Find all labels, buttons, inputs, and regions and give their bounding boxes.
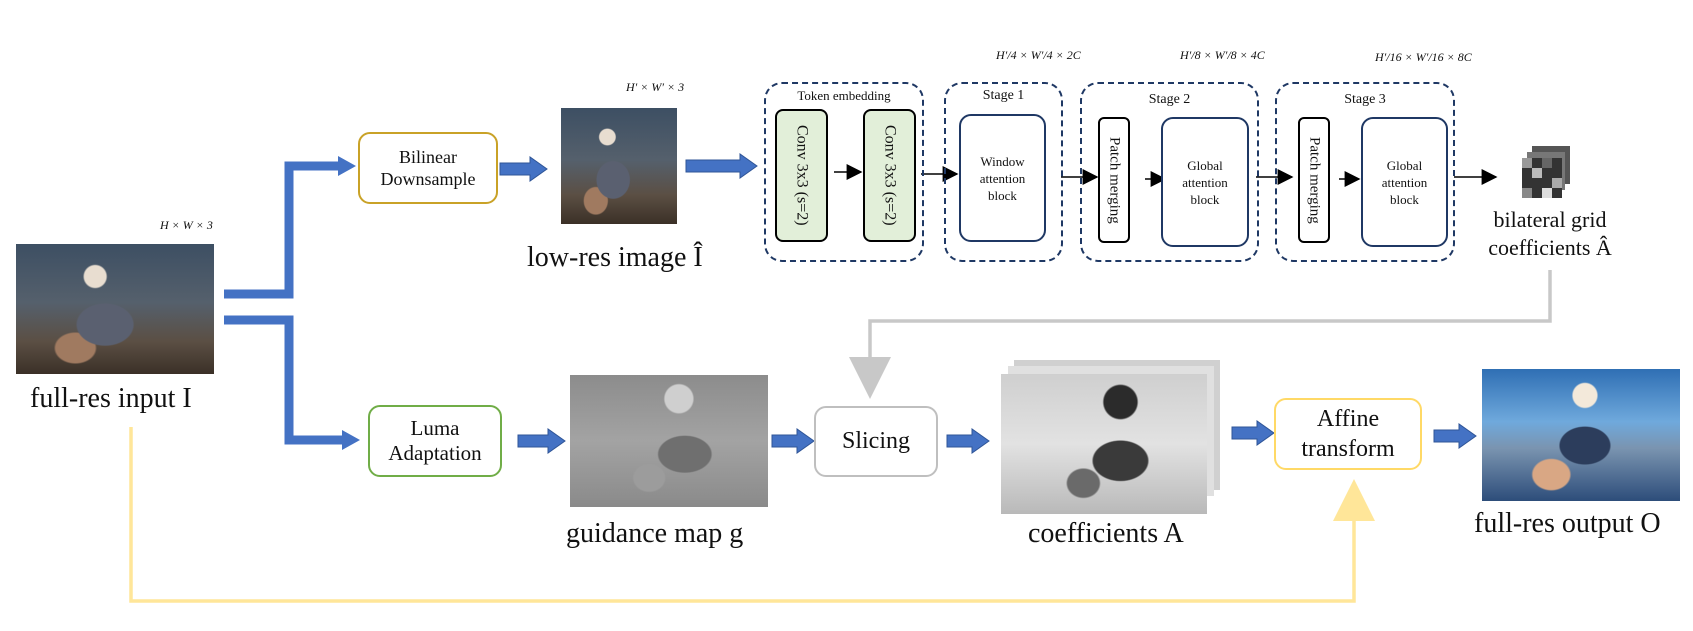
guidance-caption: guidance map g	[566, 518, 744, 549]
bilateral-grid-icon	[1522, 146, 1570, 198]
stage1-dims: H′/4 × W′/4 × 2C	[996, 48, 1081, 62]
lowres-dims: H′ × W′ × 3	[626, 80, 685, 94]
conv-block-2: Conv 3x3 (s=2)	[863, 109, 916, 242]
lowres-caption: low-res image Î	[527, 242, 703, 273]
output-image	[1482, 369, 1680, 501]
block-arrows	[499, 153, 1477, 454]
blue-branch-top	[224, 161, 338, 299]
stage3-block-l1: Global	[1386, 157, 1423, 173]
stage1-title: Stage 1	[982, 88, 1025, 103]
thin-arrows	[834, 164, 1498, 187]
affine-label-1: Affine	[1316, 406, 1380, 432]
slicing-box: Slicing	[814, 406, 938, 477]
stage2-dims: H′/8 × W′/8 × 4C	[1180, 48, 1265, 62]
stage2-block-l1: Global	[1187, 157, 1223, 173]
token-embedding-group	[764, 82, 924, 262]
grid-caption: bilateral grid coefficients Â	[1475, 206, 1625, 262]
stage2-block-l3: block	[1190, 191, 1220, 207]
stage2-global-attention-block: Global attention block	[1161, 117, 1249, 247]
conv-block-1: Conv 3x3 (s=2)	[775, 109, 828, 242]
token-embedding-title: Token embedding	[797, 88, 891, 103]
coefficients-image	[1001, 374, 1207, 514]
stage3-title: Stage 3	[1344, 92, 1386, 107]
input-caption: full-res input I	[30, 383, 192, 414]
luma-adaptation-box: Luma Adaptation	[368, 405, 502, 477]
stage3-block-l3: block	[1390, 191, 1419, 207]
stage3-group	[1275, 82, 1455, 262]
luma-label-2: Adaptation	[388, 441, 482, 465]
stage3-block-l2: attention	[1381, 174, 1428, 190]
blue-branch-bottom	[224, 315, 342, 445]
stage2-group	[1080, 82, 1259, 262]
stage2-patch-merging: Patch merging	[1098, 117, 1130, 243]
guidance-map-image	[570, 375, 768, 507]
coefficients-caption: coefficients A	[1028, 518, 1184, 549]
input-image	[16, 244, 214, 374]
blue-branch-top-head	[338, 156, 356, 176]
stage1-block-l1: Window	[980, 153, 1025, 169]
input-dims: H × W × 3	[160, 218, 213, 232]
stage1-group	[944, 82, 1063, 262]
affine-transform-box: Affine transform	[1274, 398, 1422, 470]
downsample-label-2: Downsample	[380, 169, 476, 189]
stage2-title: Stage 2	[1148, 92, 1191, 107]
window-attention-block: Window attention block	[959, 114, 1046, 242]
stage3-global-attention-block: Global attention block	[1361, 117, 1448, 247]
stage1-block-l3: block	[988, 187, 1017, 203]
yellow-skip-wire	[129, 427, 1375, 603]
stage3-patch-merging: Patch merging	[1298, 117, 1330, 243]
affine-label-2: transform	[1301, 436, 1395, 462]
stage3-dims: H′/16 × W′/16 × 8C	[1375, 50, 1472, 64]
output-caption: full-res output O	[1474, 508, 1661, 539]
bilinear-downsample-box: Bilinear Downsample	[358, 132, 498, 204]
stage2-block-l2: attention	[1182, 174, 1228, 190]
stage1-block-l2: attention	[979, 170, 1026, 186]
grid-caption-line2: coefficients Â	[1488, 235, 1612, 260]
luma-label-1: Luma	[410, 416, 460, 440]
blue-branch-bottom-head	[342, 430, 360, 450]
grid-caption-line1: bilateral grid	[1493, 207, 1607, 232]
lowres-image	[561, 108, 677, 224]
downsample-label-1: Bilinear	[399, 147, 457, 167]
gray-grid-wire	[849, 270, 1552, 399]
